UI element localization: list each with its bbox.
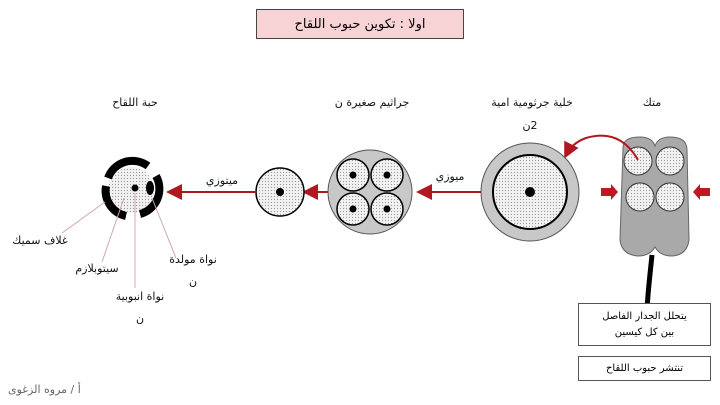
label-mother-cell: خلية جرثومية امية — [491, 96, 573, 109]
pointer-line — [101, 197, 125, 263]
pointer-line — [61, 201, 106, 234]
label-mitosis: ميتوزي — [205, 174, 239, 187]
label-tube-nucleus-ploidy: ن — [135, 312, 145, 325]
pollen-sac — [625, 182, 655, 212]
label-mother-cell-ploidy: 2ن — [522, 119, 538, 132]
label-tube-nucleus: نواة انبوبية — [115, 290, 165, 303]
pressure-arrow-left — [601, 184, 618, 200]
microspore-tetrad — [327, 149, 413, 235]
label-cytoplasm: سيتوبلازم — [75, 262, 119, 275]
label-generative-nucleus: نواة مولدة — [169, 253, 217, 266]
anther-stalk — [644, 254, 655, 311]
pressure-arrow-right — [693, 184, 710, 200]
page-title: اولا : تكوين حبوب اللقاح — [256, 9, 464, 39]
tube-nucleus — [131, 184, 139, 192]
curved-arrow — [564, 134, 639, 161]
note-line: يتحلل الجدار الفاصل — [602, 310, 687, 322]
microspore — [255, 167, 305, 217]
author-credit: أ / مروه الزغوى — [8, 383, 81, 396]
mother-cell — [480, 142, 580, 242]
label-meiosis: ميوزي — [435, 170, 465, 183]
label-pollen-grain: حبة اللقاح — [112, 96, 158, 109]
note-line: تنتشر حبوب اللقاح — [605, 362, 684, 374]
pointer-line — [151, 197, 177, 259]
pollen-sac — [655, 146, 685, 176]
label-thick-wall: غلاف سميك — [12, 234, 68, 247]
label-anther: متك — [642, 96, 662, 109]
anther — [564, 134, 710, 311]
note-wall-dissolves: يتحلل الجدار الفاصل بين كل كيسين — [578, 303, 711, 346]
pollen-sac — [623, 146, 653, 176]
pollen-grain — [61, 156, 177, 288]
generative-nucleus — [146, 181, 154, 195]
note-pollen-release: تنتشر حبوب اللقاح — [578, 356, 711, 381]
note-line: بين كل كيسين — [614, 326, 675, 338]
pollen-sac — [655, 182, 685, 212]
label-generative-nucleus-ploidy: ن — [188, 275, 198, 288]
label-microspores: جراثيم صغيرة ن — [334, 96, 410, 109]
